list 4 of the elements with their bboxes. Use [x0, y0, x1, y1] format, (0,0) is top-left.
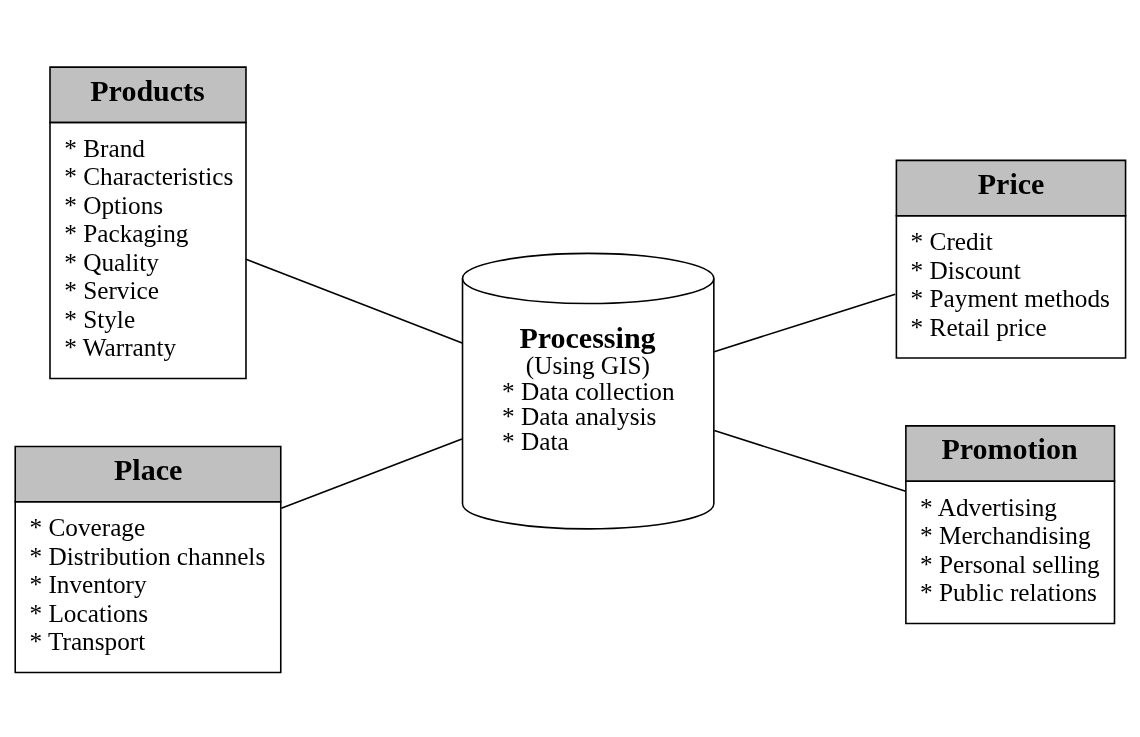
connector	[245, 258, 463, 344]
connector	[280, 437, 463, 509]
connector	[713, 293, 897, 352]
connector	[713, 429, 907, 492]
